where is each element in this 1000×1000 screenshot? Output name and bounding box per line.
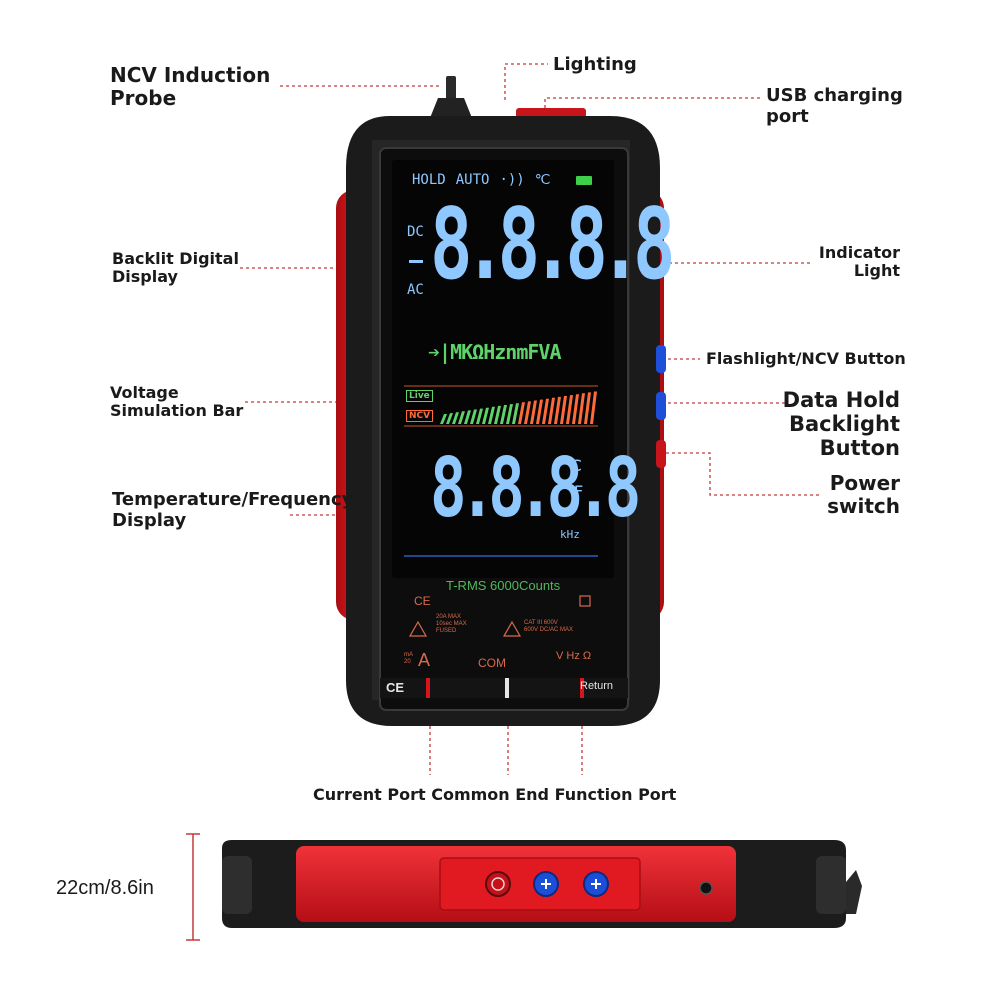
voltage-bar-segment xyxy=(554,396,561,424)
temp-freq-reading: 8.8.8.8 xyxy=(430,441,641,536)
temp-freq-label: Temperature/Frequency Display xyxy=(112,489,354,531)
voltage-bar-segment xyxy=(512,403,519,424)
ncv-probe xyxy=(430,76,472,118)
voltage-warning: CAT III 600V 600V DC/AC MAX xyxy=(524,620,574,634)
voltage-simulation-bar xyxy=(404,385,598,427)
voltage-bar-segment xyxy=(440,414,447,424)
function-port xyxy=(580,678,584,698)
voltage-bar-segment xyxy=(572,394,579,424)
battery-icon xyxy=(576,176,592,185)
voltage-bar-segment xyxy=(536,399,543,424)
hold-indicator: HOLD xyxy=(412,172,446,188)
celsius-indicator: ℃ xyxy=(534,172,551,188)
voltage-bar-segment xyxy=(470,409,477,424)
common-end-port xyxy=(505,678,509,698)
current-warning: 20A MAX 10sec MAX FUSED xyxy=(436,614,467,635)
dimension-label: 22cm/8.6in xyxy=(56,877,154,899)
voltage-bar-segment xyxy=(584,392,591,424)
usb-charging-port xyxy=(516,108,586,118)
voltage-bar-segment xyxy=(482,407,489,424)
dimension-marker xyxy=(186,833,200,941)
ports-label: Current Port Common End Function Port xyxy=(313,785,677,804)
port-strip xyxy=(380,678,628,698)
khz-unit: kHz xyxy=(560,528,580,541)
continuity-icon: ·)) xyxy=(499,172,525,188)
lcd-status-row: HOLD AUTO ·)) ℃ xyxy=(412,172,572,188)
lcd-screen xyxy=(392,160,614,578)
usb-port-label: USB charging port xyxy=(766,85,903,127)
voltage-bar-segment xyxy=(518,402,525,424)
trms-label: T-RMS 6000Counts xyxy=(446,578,561,593)
voltage-bar-segment xyxy=(590,391,597,424)
voltage-bar-segment xyxy=(494,405,501,424)
auto-indicator: AUTO xyxy=(455,172,490,188)
voltage-bar-segment xyxy=(506,404,513,424)
indicator-light-label: Indicator Light xyxy=(818,243,900,281)
indicator-light xyxy=(661,260,667,266)
lighting-label: Lighting xyxy=(553,54,637,75)
port-markings xyxy=(408,595,591,637)
dc-indicator: DC xyxy=(407,224,424,240)
voltage-bar-segment xyxy=(488,406,495,424)
voltage-bar-segment xyxy=(500,405,507,424)
voltage-bar-segment xyxy=(542,398,549,424)
ncv-probe-label: NCV Induction Probe xyxy=(110,63,271,110)
multimeter-side-view xyxy=(222,840,862,928)
voltage-bar-segment xyxy=(464,410,471,424)
current-port xyxy=(426,678,430,698)
unit-symbols: ➔|MKΩHznmFVA xyxy=(428,340,561,364)
side-power-button xyxy=(485,871,511,897)
port-com-label: COM xyxy=(478,656,506,670)
voltage-bar-label: Voltage Simulation Bar xyxy=(110,383,244,421)
voltage-bar-segment xyxy=(560,396,567,424)
voltage-bar-segment xyxy=(566,395,573,424)
fahrenheit-unit: °F xyxy=(564,482,584,501)
live-indicator: Live xyxy=(406,390,433,402)
port-a-label: A xyxy=(418,650,431,670)
voltage-bar-segment xyxy=(446,413,453,424)
data-hold-label: Data Hold Backlight Button xyxy=(782,388,900,461)
voltage-bar-segment xyxy=(530,400,537,424)
voltage-bar-segment xyxy=(452,412,459,424)
voltage-bar-segment xyxy=(524,401,531,424)
celsius-unit: ℃ xyxy=(564,456,582,475)
voltage-bar-segment xyxy=(548,397,555,424)
flashlight-ncv-button xyxy=(656,345,666,373)
backlit-display-label: Backlit Digital Display xyxy=(112,249,239,287)
voltage-bar-segment xyxy=(476,408,483,424)
ce-mark: CE xyxy=(414,594,431,608)
flashlight-ncv-label: Flashlight/NCV Button xyxy=(706,349,906,368)
return-label: Return xyxy=(580,680,614,692)
ac-indicator: AC xyxy=(407,282,424,298)
power-switch-label: Power switch xyxy=(827,471,900,518)
voltage-bar-segment xyxy=(578,393,585,424)
data-hold-button xyxy=(656,392,666,420)
port-a-sublabel: mA 20 xyxy=(404,652,413,665)
minus-sign xyxy=(409,260,423,263)
ncv-indicator: NCV xyxy=(406,410,434,422)
ce-mark-bottom: CE xyxy=(386,680,405,695)
port-v-label: V Hz Ω xyxy=(556,650,592,662)
power-switch xyxy=(656,440,666,468)
main-reading: 8.8.8.8 xyxy=(430,188,676,302)
voltage-bar-segment xyxy=(458,411,465,424)
